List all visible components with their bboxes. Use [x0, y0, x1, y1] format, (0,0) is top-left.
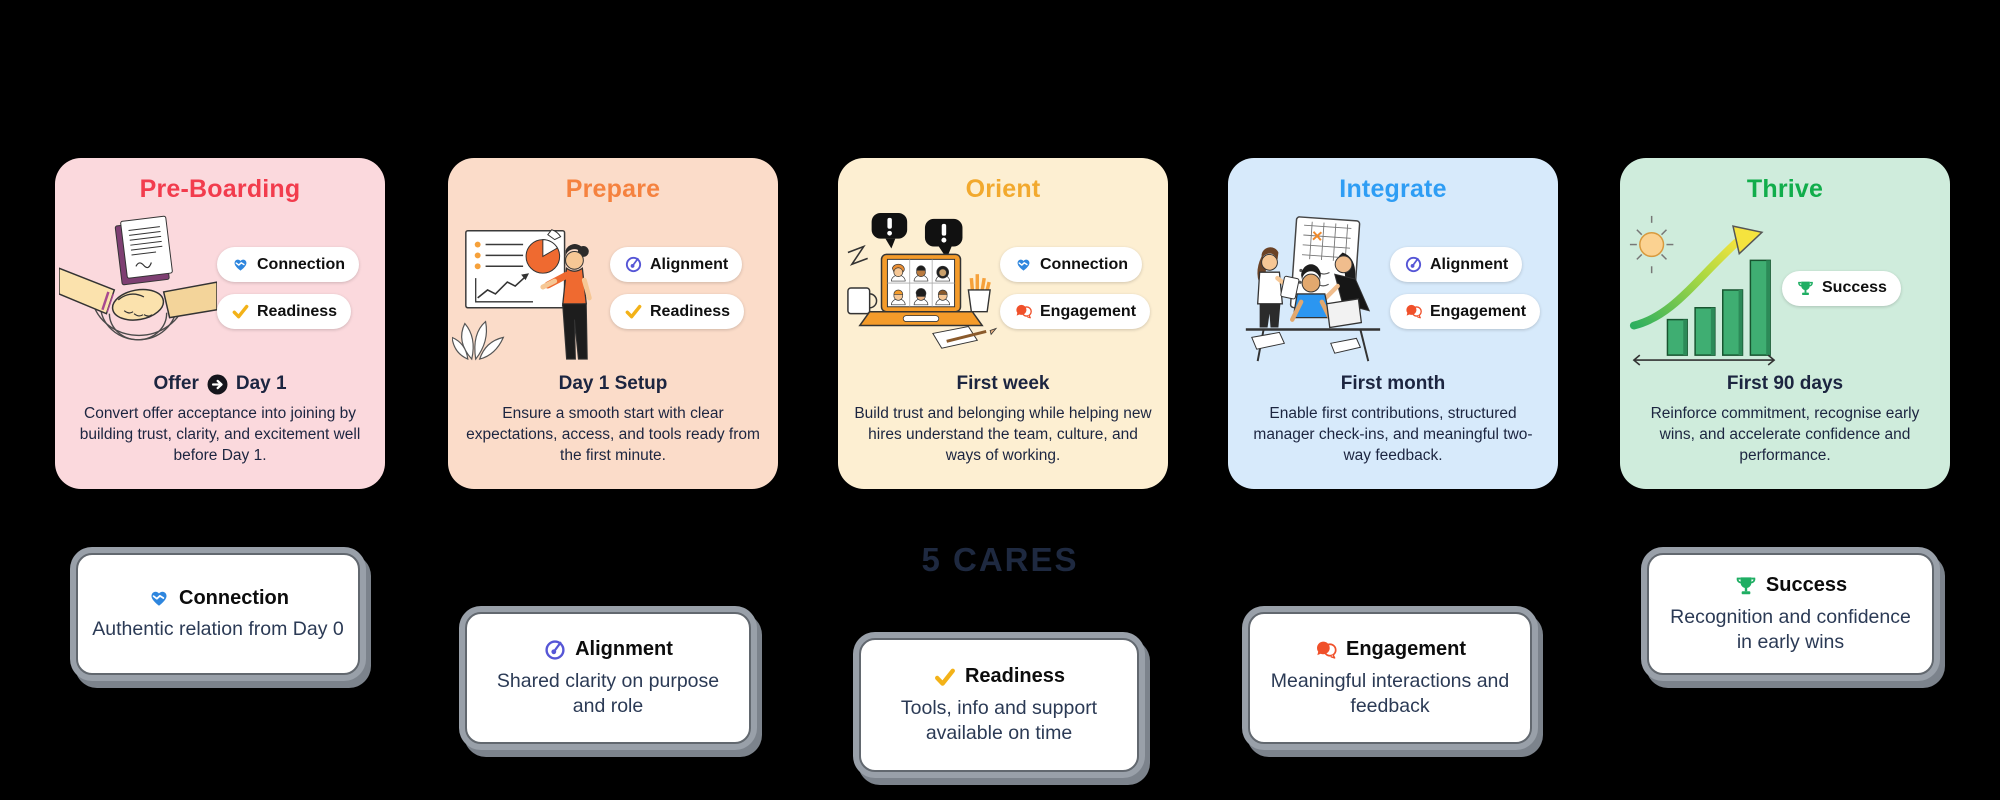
stage-title: Integrate	[1339, 175, 1447, 203]
growth-chart-illustration	[1624, 209, 1782, 367]
badge-connection: Connection	[1000, 247, 1142, 282]
engagement-icon	[1014, 302, 1033, 321]
stage-timeframe: Day 1 Setup	[448, 373, 778, 395]
stage-card-integrate: Integrate	[1228, 158, 1558, 489]
badge-label: Connection	[1040, 255, 1128, 273]
badge-connection: Connection	[217, 247, 359, 282]
stage-title: Orient	[965, 175, 1041, 203]
care-card-engagement: Engagement Meaningful interactions and f…	[1248, 612, 1532, 744]
engagement-icon	[1404, 302, 1423, 321]
badge-alignment: Alignment	[1390, 247, 1523, 282]
care-name: Alignment	[575, 638, 673, 661]
timeframe-from: Offer	[153, 373, 199, 394]
badge-column: Alignment Readiness	[610, 247, 745, 329]
care-description: Tools, info and support available on tim…	[900, 696, 1098, 744]
care-card-header: Connection	[147, 586, 289, 610]
care-description: Authentic relation from Day 0	[92, 618, 344, 641]
stage-timeframe: First week	[838, 373, 1168, 395]
timeframe-label: First 90 days	[1726, 373, 1844, 394]
care-card-header: Readiness	[933, 665, 1065, 689]
stage-description: Build trust and belonging while helping …	[854, 405, 1152, 464]
stage-card-orient: Orient	[838, 158, 1168, 489]
care-card-success: Success Recognition and confidence in ea…	[1647, 553, 1934, 675]
stage-body: Alignment Engagement	[1228, 206, 1558, 370]
stage-title: Pre-Boarding	[139, 175, 301, 203]
stage-description: Enable first contributions, structured m…	[1253, 405, 1533, 464]
alignment-icon	[543, 638, 567, 662]
care-description: Meaningful interactions and feedback	[1270, 669, 1510, 717]
care-name: Success	[1765, 574, 1848, 597]
stage-description: Convert offer acceptance into joining by…	[79, 405, 361, 464]
badge-engagement: Engagement	[1000, 294, 1151, 329]
readiness-icon	[231, 302, 250, 321]
badge-label: Alignment	[650, 255, 729, 273]
badge-column: Success	[1782, 270, 1901, 306]
badge-label: Alignment	[1430, 255, 1509, 273]
readiness-icon	[624, 302, 643, 321]
badge-label: Connection	[257, 255, 345, 273]
stage-card-thrive: Thrive	[1620, 158, 1950, 489]
readiness-icon	[933, 665, 957, 689]
timeframe-to: Day 1	[235, 373, 287, 394]
badge-label: Engagement	[1430, 302, 1527, 320]
success-icon	[1734, 574, 1758, 598]
care-name: Engagement	[1345, 638, 1467, 661]
stage-description: Ensure a smooth start with clear expecta…	[466, 405, 760, 464]
alignment-icon	[624, 255, 643, 274]
care-card-header: Engagement	[1314, 638, 1466, 662]
care-name: Connection	[179, 586, 289, 609]
stage-body: Alignment Readiness	[448, 206, 778, 370]
connection-icon	[147, 586, 171, 610]
care-name: Readiness	[964, 665, 1066, 688]
care-description: Shared clarity on purpose and role	[496, 669, 720, 717]
badge-readiness: Readiness	[610, 294, 745, 329]
success-icon	[1796, 279, 1815, 298]
engagement-icon	[1314, 638, 1338, 662]
stage-body: Connection Engagement	[838, 206, 1168, 370]
presenter-whiteboard-illustration	[452, 209, 610, 367]
stage-card-prepare: Prepare	[448, 158, 778, 489]
timeframe-label: Day 1 Setup	[558, 373, 668, 394]
arrow-right-icon	[207, 374, 228, 395]
badge-column: Connection Engagement	[1000, 247, 1151, 329]
badge-column: Connection Readiness	[217, 247, 359, 329]
badge-readiness: Readiness	[217, 294, 352, 329]
connection-icon	[1014, 255, 1033, 274]
stage-body: Success	[1620, 206, 1950, 370]
section-title-5-cares: 5 CARES	[921, 541, 1079, 578]
handshake-agreement-illustration	[59, 209, 217, 367]
stage-title: Thrive	[1746, 175, 1824, 203]
care-card-connection: Connection Authentic relation from Day 0	[76, 553, 360, 675]
stage-description: Reinforce commitment, recognise early wi…	[1650, 405, 1920, 464]
care-card-readiness: Readiness Tools, info and support availa…	[859, 638, 1139, 772]
stage-timeframe: First month	[1228, 373, 1558, 395]
stage-title: Prepare	[565, 175, 661, 203]
badge-engagement: Engagement	[1390, 294, 1541, 329]
care-card-header: Success	[1734, 574, 1847, 598]
stage-timeframe: Offer Day 1	[55, 373, 385, 395]
badge-label: Engagement	[1040, 302, 1137, 320]
badge-label: Readiness	[257, 302, 338, 320]
stage-body: Connection Readiness	[55, 206, 385, 370]
badge-column: Alignment Engagement	[1390, 247, 1541, 329]
stage-card-pre-boarding: Pre-Boarding	[55, 158, 385, 489]
badge-label: Readiness	[650, 302, 731, 320]
stage-timeframe: First 90 days	[1620, 373, 1950, 395]
connection-icon	[231, 255, 250, 274]
team-collaboration-illustration	[1232, 209, 1390, 367]
alignment-icon	[1404, 255, 1423, 274]
timeframe-label: First month	[1340, 373, 1446, 394]
badge-alignment: Alignment	[610, 247, 743, 282]
badge-success: Success	[1782, 270, 1901, 306]
video-call-laptop-illustration	[842, 209, 1000, 367]
care-description: Recognition and confidence in early wins	[1670, 605, 1911, 653]
timeframe-label: First week	[956, 373, 1050, 394]
care-card-alignment: Alignment Shared clarity on purpose and …	[465, 612, 751, 744]
care-card-header: Alignment	[543, 638, 673, 662]
badge-label: Success	[1822, 279, 1887, 296]
